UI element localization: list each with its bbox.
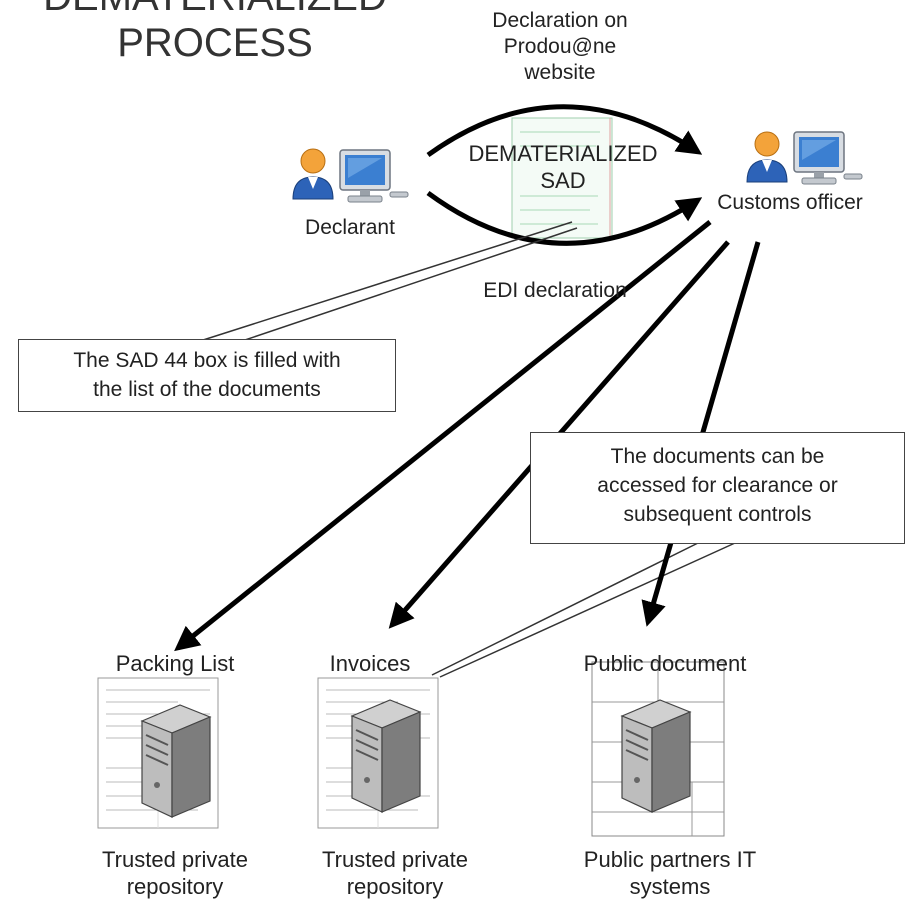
dematerialized-sad-label: DEMATERIALIZED SAD bbox=[448, 140, 678, 194]
sad44-callout: The SAD 44 box is filled with the list o… bbox=[18, 339, 396, 412]
customs-officer-label: Customs officer bbox=[717, 191, 863, 214]
web-declaration-arrow bbox=[426, 104, 703, 158]
declaration-website-label-line-3: website bbox=[524, 61, 596, 84]
invoices-caption-line-2: repository bbox=[346, 874, 444, 899]
declarant-label: Declarant bbox=[305, 216, 395, 239]
page-title: DEMATERIALIZED PROCESS bbox=[30, 0, 400, 66]
declaration-website-label-line-2: Prodou@ne bbox=[503, 35, 617, 58]
access-callout: The documents can be accessed for cleara… bbox=[530, 432, 905, 544]
dematerialized-sad-label-line-2: SAD bbox=[540, 168, 586, 193]
declaration-website-label: Declaration on Prodou@ne website bbox=[470, 8, 650, 86]
packing-list-caption-line-2: repository bbox=[126, 874, 224, 899]
arrow-to-packing-list bbox=[174, 220, 712, 652]
sad-form-image bbox=[511, 117, 613, 240]
public-partners-caption-line-1: Public partners IT bbox=[583, 847, 757, 872]
dematerialized-sad-label-line-1: DEMATERIALIZED bbox=[468, 141, 658, 166]
declarant-computer-icon bbox=[339, 149, 409, 203]
customs-officer-computer-icon bbox=[793, 131, 863, 185]
invoices-caption: Trusted private repository bbox=[290, 846, 500, 900]
access-callout-line-2: accessed for clearance or bbox=[597, 474, 838, 497]
sad44-callout-line-2: the list of the documents bbox=[93, 378, 321, 401]
public-document-server-icon bbox=[621, 699, 691, 813]
declarant-person-icon bbox=[292, 148, 334, 200]
edi-declaration-arrow bbox=[426, 190, 703, 246]
packing-list-caption-line-1: Trusted private bbox=[102, 847, 248, 872]
invoices-title: Invoices bbox=[329, 651, 411, 676]
public-document-title: Public document bbox=[583, 651, 747, 676]
edi-declaration-label: EDI declaration bbox=[483, 279, 627, 302]
title-line-2: PROCESS bbox=[117, 21, 313, 65]
packing-list-title: Packing List bbox=[115, 651, 235, 676]
packing-list-server-icon bbox=[141, 704, 211, 818]
public-partners-caption-line-2: systems bbox=[629, 874, 711, 899]
customs-officer-person-icon bbox=[746, 131, 788, 183]
title-line-1: DEMATERIALIZED bbox=[30, 0, 400, 20]
sad44-pointer bbox=[199, 221, 578, 342]
sad44-callout-line-1: The SAD 44 box is filled with bbox=[73, 349, 341, 372]
access-callout-line-1: The documents can be bbox=[610, 445, 825, 468]
invoices-server-icon bbox=[351, 699, 421, 813]
declaration-website-label-line-1: Declaration on bbox=[492, 9, 628, 32]
packing-list-caption: Trusted private repository bbox=[70, 846, 280, 900]
invoices-caption-line-1: Trusted private bbox=[322, 847, 468, 872]
access-callout-line-3: subsequent controls bbox=[623, 503, 812, 526]
access-pointer bbox=[431, 542, 736, 678]
public-partners-caption: Public partners IT systems bbox=[555, 846, 785, 900]
